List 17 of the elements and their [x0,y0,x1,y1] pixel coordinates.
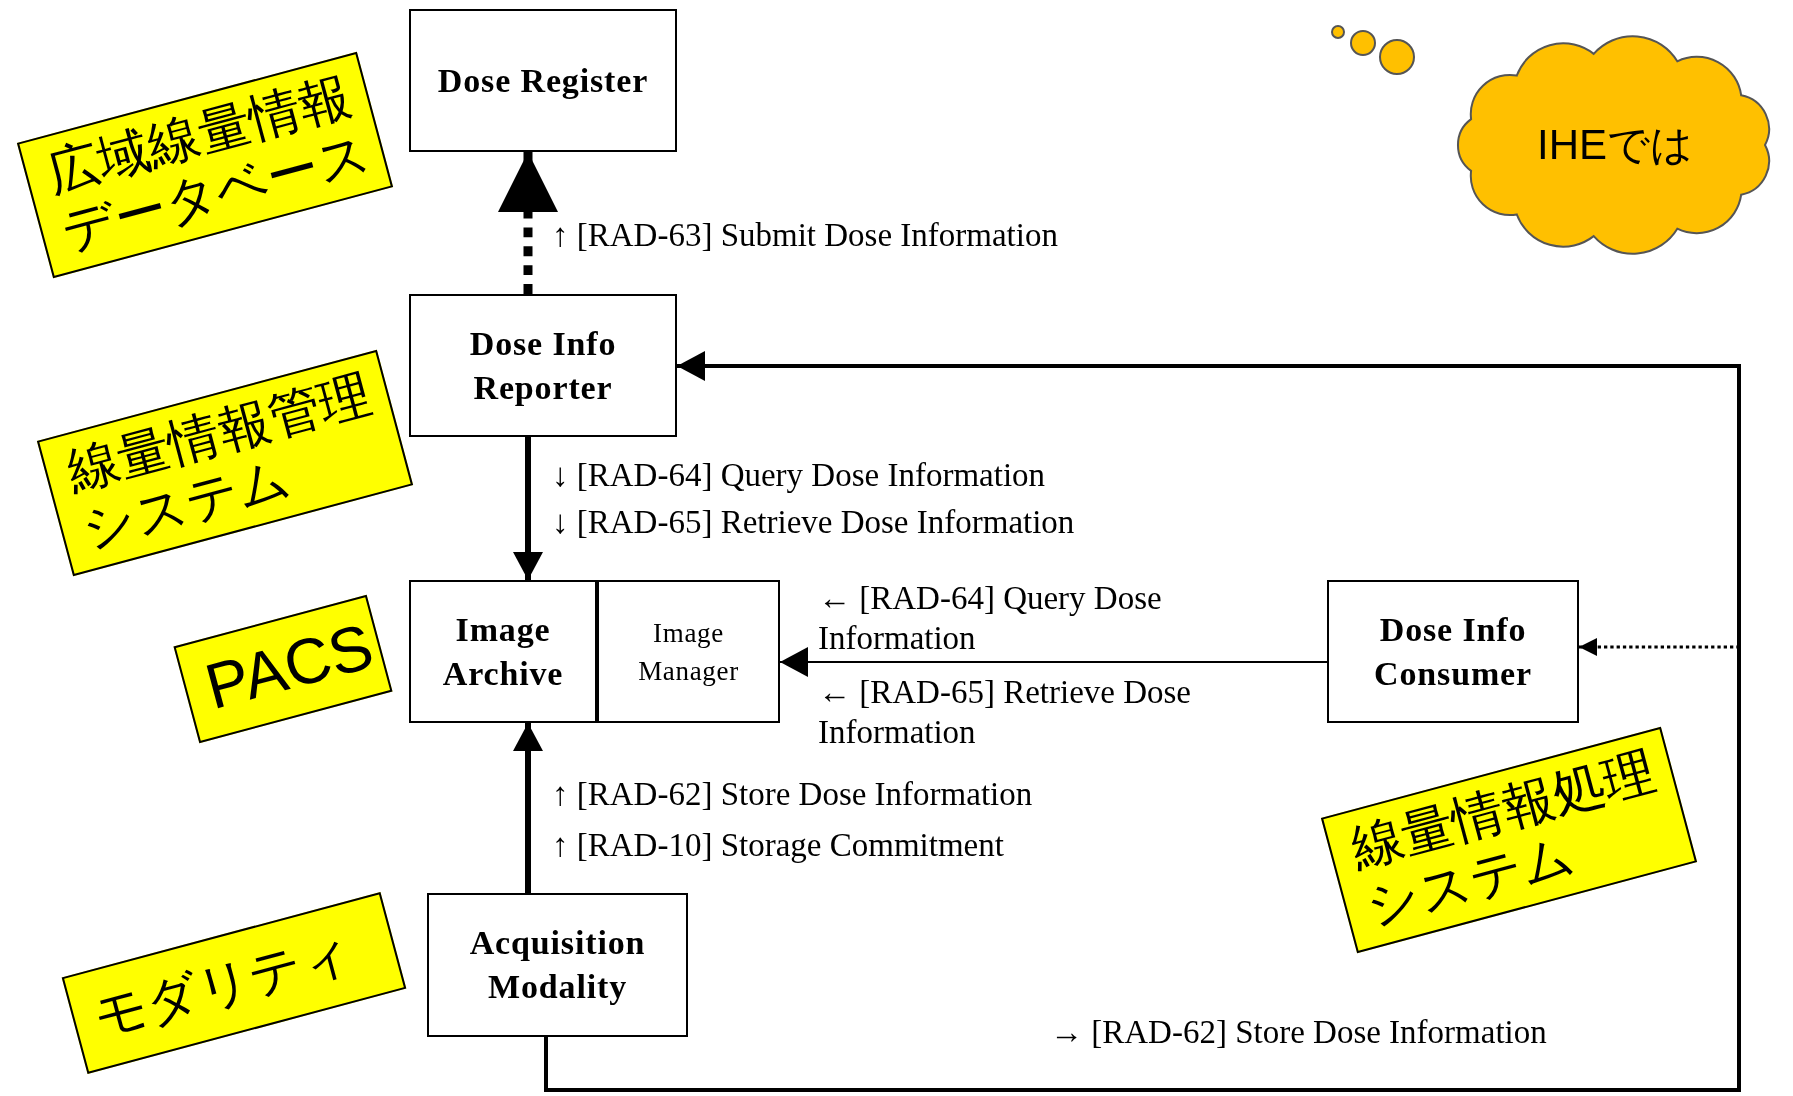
highlight-label: 線量情報管理システム [36,349,414,577]
highlight-label: PACS [173,594,393,744]
component-box: Image Manager [597,580,780,723]
arrow [513,437,543,580]
actor-box: Dose Register [409,9,677,152]
arrow [779,647,1328,677]
arrow [513,723,543,893]
highlight-label: 広域線量情報データベース [16,51,394,279]
highlight-label: モダリティ [61,892,407,1074]
actor-box: Image Archive [409,580,597,723]
cloud-text: IHEでは [1536,120,1694,170]
dashed-arrow [498,152,558,294]
highlight-label: 線量情報処理システム [1320,726,1698,954]
actor-box: Dose Info Reporter [409,294,677,437]
actor-box: Acquisition Modality [427,893,688,1037]
actor-box: Dose Info Consumer [1327,580,1579,723]
arrow [544,351,1741,1092]
